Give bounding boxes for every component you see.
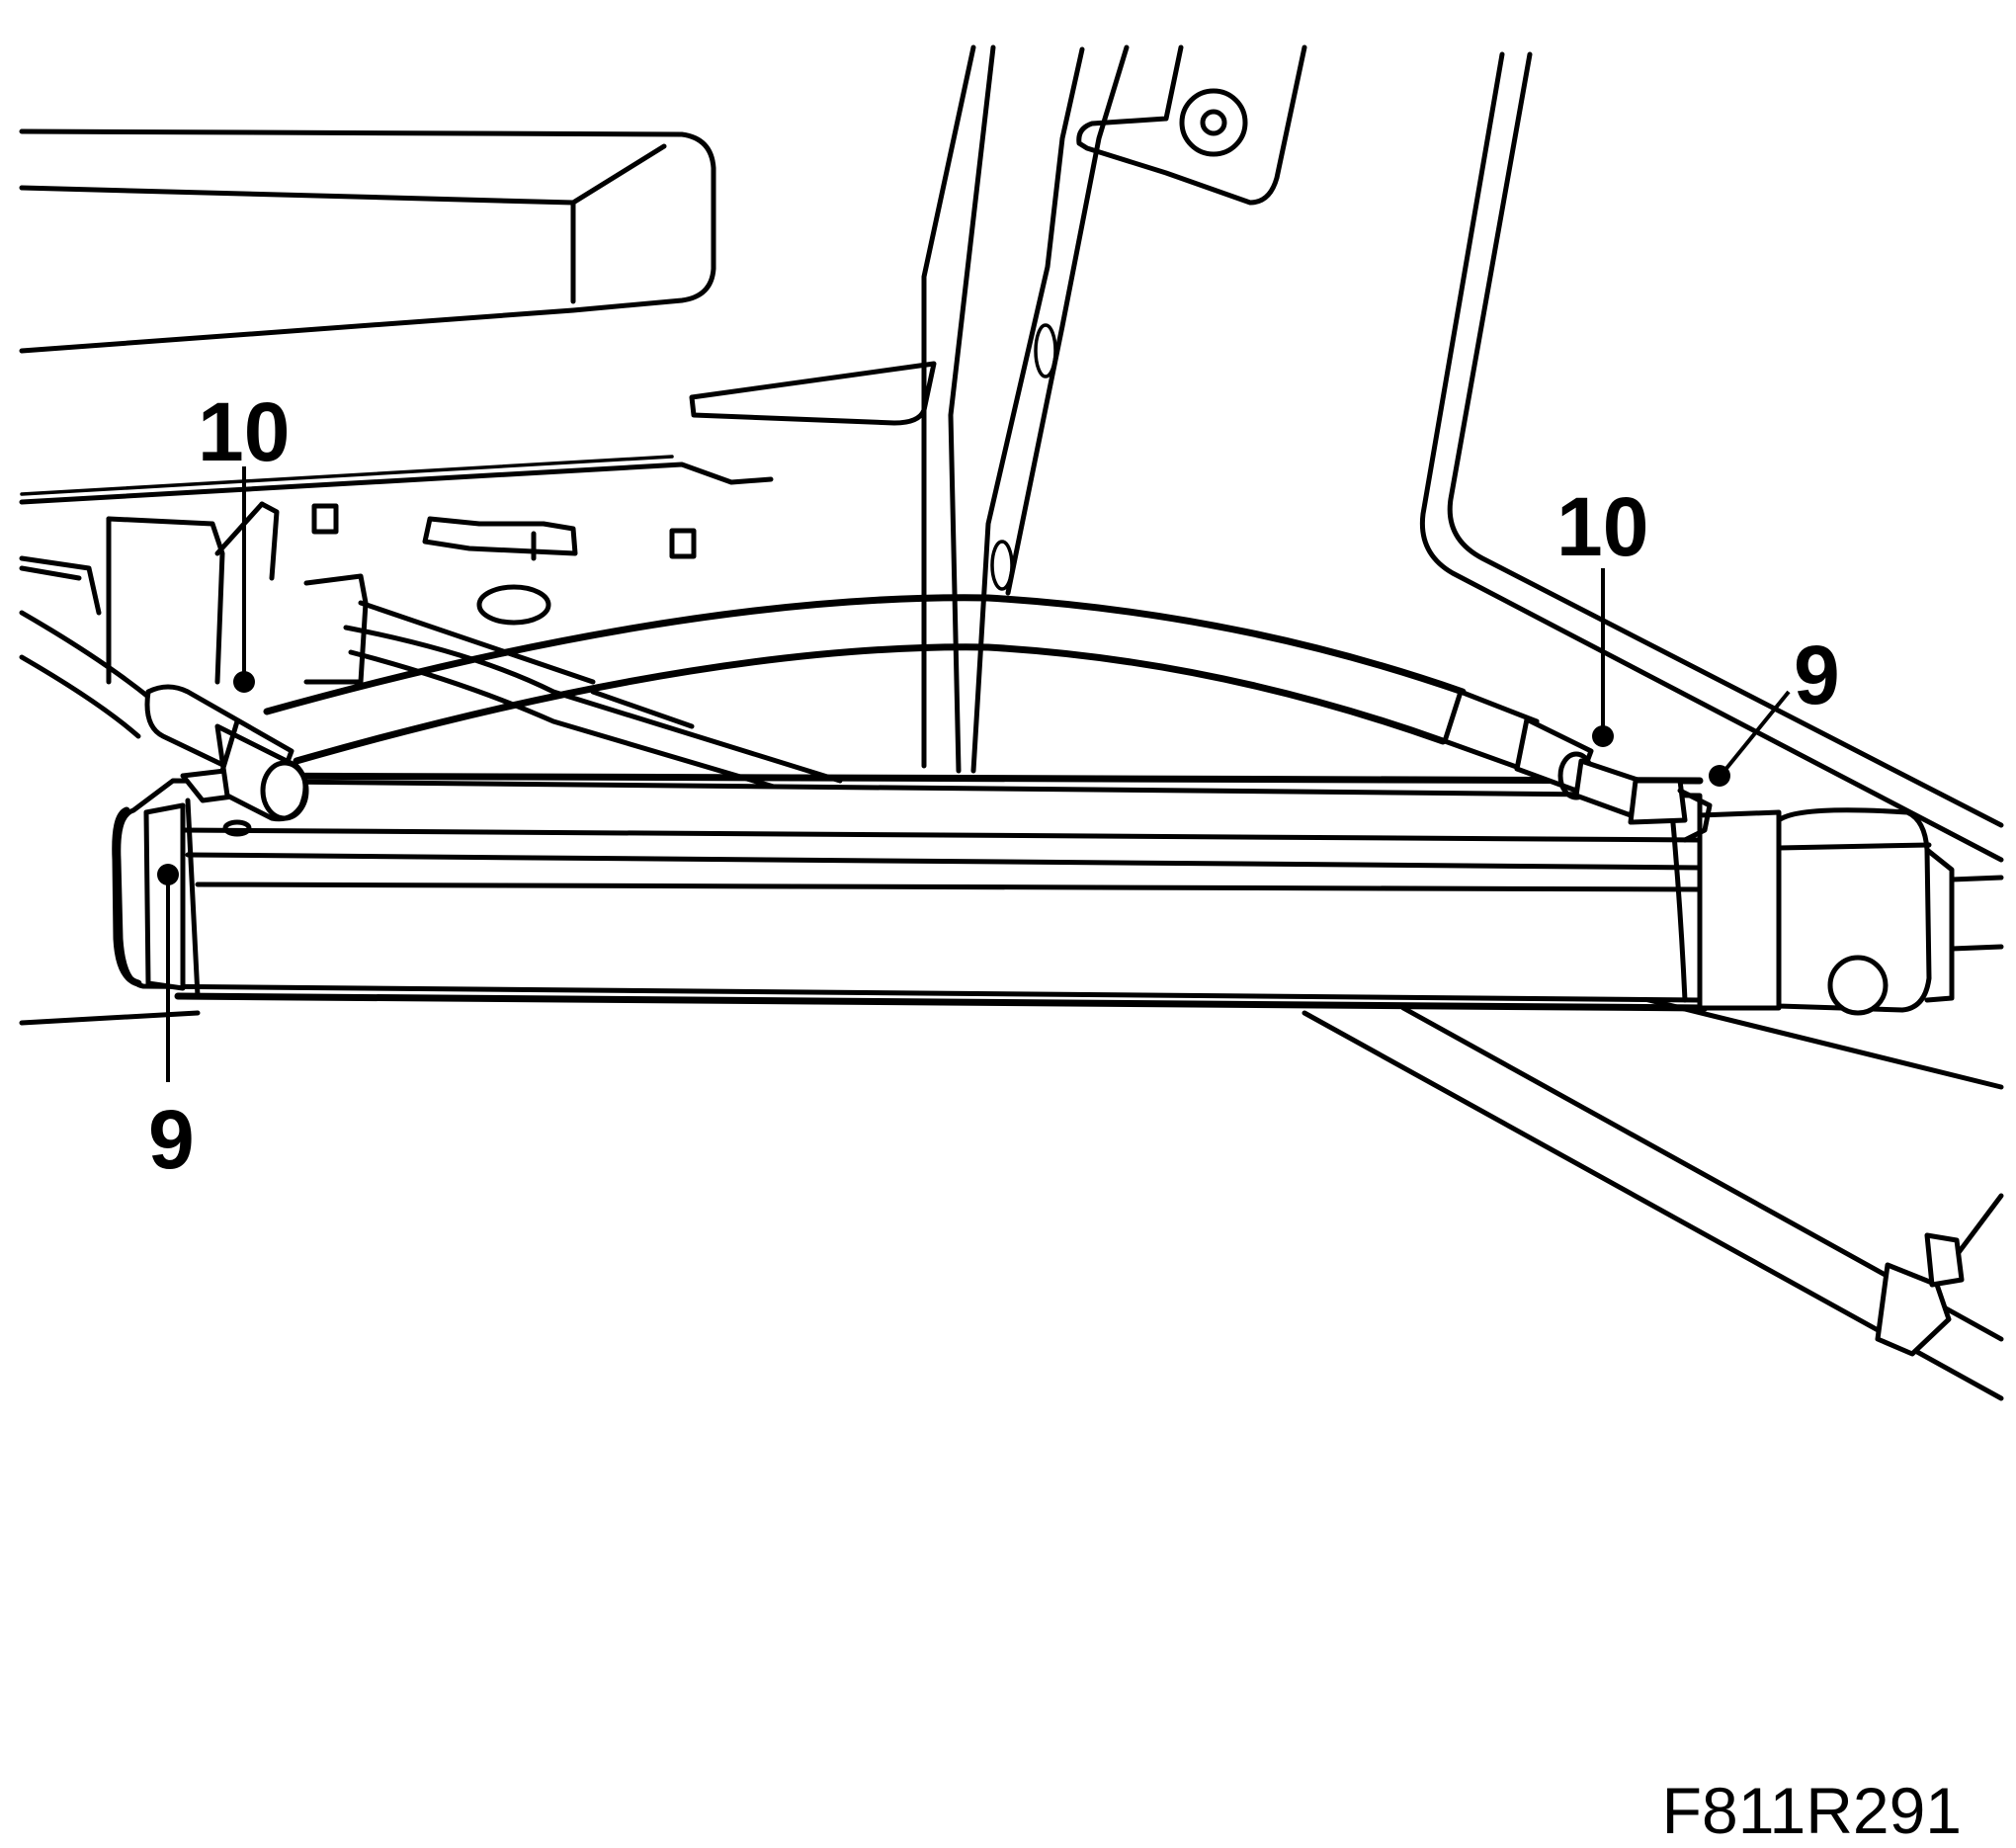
floor-line <box>19 1010 201 1026</box>
right-hose-connector <box>1442 689 1713 843</box>
top-bracket <box>1076 44 1307 206</box>
wiring-harness <box>19 610 843 803</box>
leader-dot-bolt-right <box>1709 765 1730 787</box>
callout-leaders <box>157 466 1791 1082</box>
hydraulic-hose <box>263 594 1467 765</box>
figure-id: F811R291 <box>1662 1774 1962 1847</box>
leader-dot-hose-left <box>233 671 255 693</box>
leader-dot-bolt-left <box>157 864 179 885</box>
callout-bolt-right: 9 <box>1794 629 1840 721</box>
rear-bracket <box>19 501 697 685</box>
leader-bolt-right <box>1722 690 1791 773</box>
latch-plate <box>689 361 937 426</box>
right-frame-tube <box>1419 51 2004 863</box>
pillar <box>921 44 1130 774</box>
callout-labels: 10 10 9 9 <box>148 385 1840 1186</box>
lower-rails <box>1302 985 2004 1401</box>
upper-panel <box>19 128 774 505</box>
leader-dot-hose-right <box>1592 725 1614 747</box>
callout-hose-left: 10 <box>198 385 290 478</box>
callout-hose-right: 10 <box>1556 480 1648 573</box>
callout-bolt-left: 9 <box>148 1093 195 1186</box>
cylinder-assembly <box>112 772 2004 1016</box>
left-hose-connector <box>144 684 309 837</box>
